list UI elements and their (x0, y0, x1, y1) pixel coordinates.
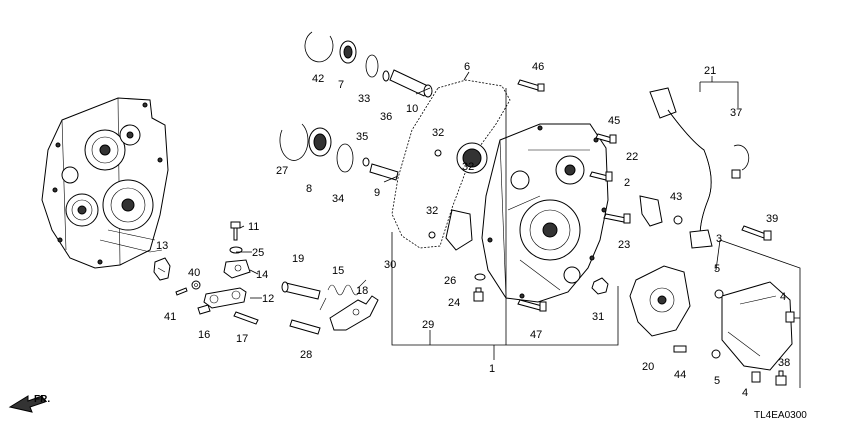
callout-labels: 1 2 3 4 4 5 5 6 7 8 9 10 11 12 13 14 15 … (156, 61, 790, 399)
callout-11[interactable]: 11 (248, 221, 259, 233)
callout-47[interactable]: 47 (530, 329, 542, 341)
callout-20[interactable]: 20 (642, 361, 654, 373)
leader-lines (236, 71, 801, 388)
callout-3[interactable]: 3 (716, 233, 722, 245)
callout-1[interactable]: 1 (489, 363, 495, 375)
callout-28[interactable]: 28 (300, 349, 312, 361)
bearing-and-seal-components (279, 31, 433, 181)
callout-5-upper[interactable]: 5 (714, 263, 720, 275)
front-direction-indicator: FR. (8, 394, 50, 413)
callout-22[interactable]: 22 (626, 151, 638, 163)
callout-39[interactable]: 39 (766, 213, 778, 225)
fasteners (428, 79, 631, 312)
callout-44[interactable]: 44 (674, 369, 686, 381)
callout-21[interactable]: 21 (704, 65, 716, 77)
callout-9[interactable]: 9 (374, 187, 380, 199)
callout-24[interactable]: 24 (448, 297, 460, 309)
callout-10[interactable]: 10 (406, 103, 418, 115)
callout-19[interactable]: 19 (292, 253, 304, 265)
callout-45[interactable]: 45 (608, 115, 620, 127)
callout-2[interactable]: 2 (624, 177, 630, 189)
callout-32-lower[interactable]: 32 (426, 205, 438, 217)
callout-18[interactable]: 18 (356, 285, 368, 297)
wire-harness (649, 87, 750, 249)
callout-38[interactable]: 38 (778, 357, 790, 369)
callout-37[interactable]: 37 (730, 107, 742, 119)
sensor-bracket (639, 195, 683, 227)
callout-43[interactable]: 43 (670, 191, 682, 203)
callout-12[interactable]: 12 (262, 293, 274, 305)
callout-46[interactable]: 46 (532, 61, 544, 73)
callout-23[interactable]: 23 (618, 239, 630, 251)
callout-5-lower[interactable]: 5 (714, 375, 720, 387)
range-switch-and-cover (629, 225, 795, 386)
front-direction-label: FR. (34, 394, 50, 405)
callout-32-middle[interactable]: 32 (462, 161, 474, 173)
callout-41[interactable]: 41 (164, 311, 176, 323)
callout-17[interactable]: 17 (236, 333, 248, 345)
callout-27[interactable]: 27 (276, 165, 288, 177)
diagram-code: TL4EA0300 (754, 410, 807, 421)
callout-6[interactable]: 6 (464, 61, 470, 73)
shift-shaft-components (281, 279, 379, 335)
callout-16[interactable]: 16 (198, 329, 210, 341)
callout-33[interactable]: 33 (358, 93, 370, 105)
callout-4-upper[interactable]: 4 (780, 291, 786, 303)
transmission-overview-illustration (41, 97, 169, 269)
callout-13[interactable]: 13 (156, 240, 168, 252)
callout-34[interactable]: 34 (332, 193, 344, 205)
callout-35[interactable]: 35 (356, 131, 368, 143)
callout-26[interactable]: 26 (444, 275, 456, 287)
shift-arm-components (153, 221, 259, 325)
callout-36[interactable]: 36 (380, 111, 392, 123)
callout-8[interactable]: 8 (306, 183, 312, 195)
callout-40[interactable]: 40 (188, 267, 200, 279)
callout-42[interactable]: 42 (312, 73, 324, 85)
callout-29[interactable]: 29 (422, 319, 434, 331)
callout-7[interactable]: 7 (338, 79, 344, 91)
callout-32-top[interactable]: 32 (432, 127, 444, 139)
transmission-case-housing (391, 79, 609, 303)
callout-15[interactable]: 15 (332, 265, 344, 277)
callout-25[interactable]: 25 (252, 247, 264, 259)
callout-30[interactable]: 30 (384, 259, 396, 271)
callout-31[interactable]: 31 (592, 311, 604, 323)
callout-14[interactable]: 14 (256, 269, 268, 281)
callout-4-lower[interactable]: 4 (742, 387, 748, 399)
